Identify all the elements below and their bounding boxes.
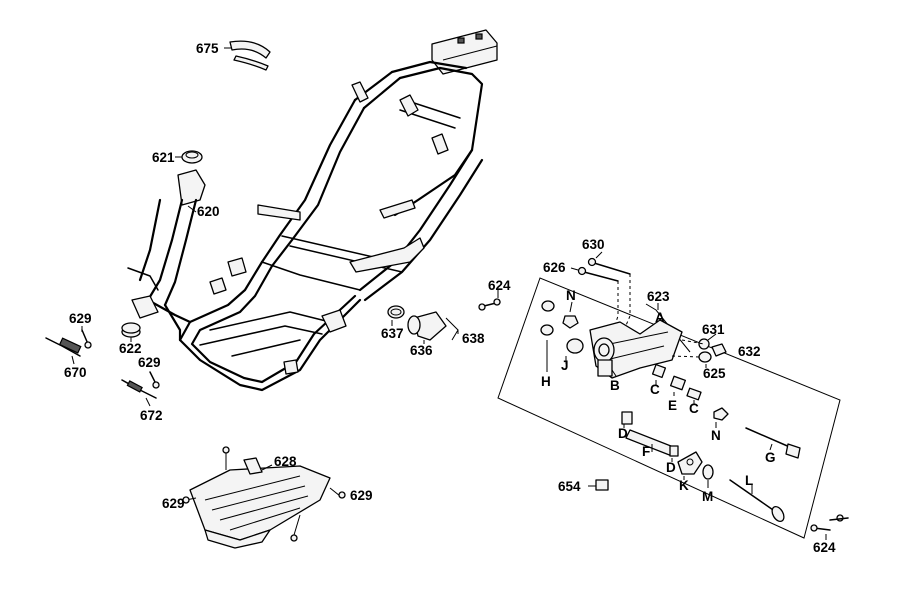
label-D-1: D — [618, 426, 628, 441]
label-629-bottom-right: 629 — [350, 488, 373, 503]
label-628: 628 — [274, 454, 297, 469]
label-D-2: D — [666, 460, 676, 475]
label-675: 675 — [196, 41, 219, 56]
label-N-upper: N — [566, 288, 576, 303]
part-631-washer — [698, 338, 710, 350]
label-622: 622 — [119, 341, 142, 356]
main-frame-assembly — [127, 29, 498, 392]
part-625-washer — [698, 351, 712, 363]
label-N-lower: N — [711, 428, 721, 443]
part-N-nut-lower — [713, 407, 729, 421]
part-C-bushing-2 — [686, 387, 702, 401]
label-C-2: C — [689, 401, 699, 416]
label-A: A — [655, 310, 665, 325]
label-C-1: C — [650, 382, 660, 397]
label-623: 623 — [647, 289, 670, 304]
part-632-nut — [711, 343, 727, 357]
label-626: 626 — [543, 260, 566, 275]
label-670: 670 — [64, 365, 87, 380]
part-C-bushing-1 — [651, 363, 667, 379]
label-K: K — [679, 478, 689, 493]
label-638: 638 — [462, 331, 485, 346]
part-626-bolt — [583, 271, 619, 282]
label-629-left: 629 — [69, 311, 92, 326]
part-G-bolt — [745, 427, 793, 449]
label-M: M — [702, 489, 713, 504]
part-N-nut-upper — [562, 315, 579, 329]
label-H: H — [541, 374, 551, 389]
part-L-bolt — [729, 479, 777, 513]
part-654-clip — [595, 479, 609, 491]
label-625: 625 — [703, 366, 726, 381]
label-630: 630 — [582, 237, 605, 252]
label-621: 621 — [152, 150, 175, 165]
label-637: 637 — [381, 326, 404, 341]
part-J-bushing — [566, 338, 584, 354]
part-623-engine-hanger — [589, 319, 683, 379]
label-620: 620 — [197, 204, 220, 219]
label-631: 631 — [702, 322, 725, 337]
part-630-bolt — [593, 262, 631, 275]
part-621-cap — [181, 150, 203, 164]
label-B: B — [610, 378, 620, 393]
part-H-bushing — [540, 324, 554, 336]
rear-rack-plate — [431, 29, 498, 75]
label-J: J — [561, 358, 569, 373]
label-F: F — [642, 444, 650, 459]
part-628-floor-panel — [182, 446, 346, 549]
parts-636-637-638 — [387, 305, 459, 344]
label-654: 654 — [558, 479, 581, 494]
label-636: 636 — [410, 343, 433, 358]
label-L: L — [745, 473, 753, 488]
part-D-bushing-2 — [669, 445, 679, 457]
label-672: 672 — [140, 408, 163, 423]
part-M-washer — [702, 464, 714, 480]
part-D-bushing-1 — [621, 411, 633, 425]
label-G: G — [765, 450, 776, 465]
engine-hanger-detail-box — [497, 277, 841, 539]
label-624-bottom: 624 — [813, 540, 836, 555]
part-675-strap — [229, 40, 271, 59]
label-624-top: 624 — [488, 278, 511, 293]
label-629-bottom-left: 629 — [162, 496, 185, 511]
label-E: E — [668, 398, 677, 413]
label-632: 632 — [738, 344, 761, 359]
part-E-spacer — [670, 375, 686, 391]
part-F-shaft — [625, 429, 677, 457]
part-K-bracket — [677, 451, 703, 475]
label-629-middle: 629 — [138, 355, 161, 370]
